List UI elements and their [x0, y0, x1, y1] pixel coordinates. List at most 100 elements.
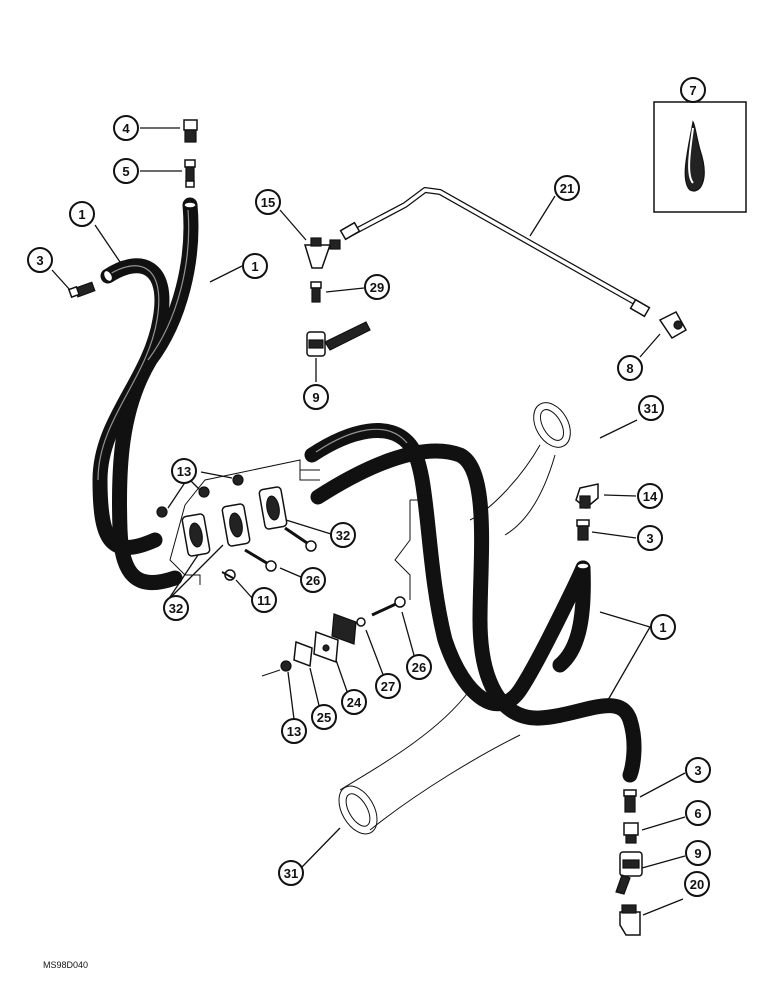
washer-27	[356, 617, 366, 627]
callout-27: 27	[375, 673, 401, 699]
svg-text:3: 3	[694, 763, 701, 778]
svg-text:1: 1	[659, 620, 666, 635]
fitting-8-elbow	[658, 311, 688, 339]
valve-9-lower	[615, 851, 643, 895]
callout-26b: 26	[406, 654, 432, 680]
svg-text:24: 24	[347, 695, 362, 710]
svg-text:32: 32	[169, 601, 183, 616]
callout-13a: 13	[171, 458, 197, 484]
bolt-26b	[284, 526, 317, 552]
svg-text:26: 26	[412, 660, 426, 675]
svg-text:1: 1	[251, 259, 258, 274]
callout-25: 25	[311, 704, 337, 730]
bolt-26a	[244, 548, 277, 572]
fitting-3-right	[576, 519, 590, 541]
fitting-3-upper	[67, 281, 96, 299]
callout-3a: 3	[27, 247, 53, 273]
fitting-6	[623, 822, 639, 844]
callout-31a: 31	[638, 395, 664, 421]
svg-text:1: 1	[78, 207, 85, 222]
fitting-4	[183, 119, 198, 143]
svg-text:27: 27	[381, 679, 395, 694]
svg-text:3: 3	[646, 531, 653, 546]
callout-3c: 3	[685, 757, 711, 783]
callout-29: 29	[364, 274, 390, 300]
svg-text:29: 29	[370, 280, 384, 295]
callout-24: 24	[341, 689, 367, 715]
fitting-14-elbow	[575, 483, 599, 509]
hose-end-top	[183, 201, 197, 209]
steel-tube-21	[339, 187, 651, 318]
svg-text:3: 3	[36, 253, 43, 268]
clamp-block-32c	[258, 486, 288, 530]
clamp-piece-25	[293, 640, 313, 668]
callout-9a: 9	[303, 384, 329, 410]
svg-text:26: 26	[306, 573, 320, 588]
callout-1c: 1	[650, 614, 676, 640]
svg-text:20: 20	[690, 877, 704, 892]
svg-text:32: 32	[336, 528, 350, 543]
callout-14: 14	[637, 483, 663, 509]
callout-8: 8	[617, 355, 643, 381]
svg-text:8: 8	[626, 361, 633, 376]
clamp-piece-24	[313, 630, 339, 664]
callout-7: 7	[680, 77, 706, 103]
callout-5: 5	[113, 158, 139, 184]
svg-text:21: 21	[560, 181, 574, 196]
callout-13b: 13	[281, 718, 307, 744]
svg-text:11: 11	[257, 593, 271, 608]
svg-text:15: 15	[261, 195, 275, 210]
valve-9-upper	[306, 321, 371, 357]
svg-text:9: 9	[312, 390, 319, 405]
clamp-block-32a	[181, 513, 211, 557]
clamp-piece-24b	[331, 613, 357, 645]
fitting-29	[310, 281, 322, 303]
svg-text:6: 6	[694, 806, 701, 821]
svg-text:14: 14	[643, 489, 658, 504]
callout-1a: 1	[69, 201, 95, 227]
inset-box-7	[653, 101, 747, 213]
clamp-31-lower	[338, 785, 378, 835]
callout-32a: 32	[330, 522, 356, 548]
clamp-block-32b	[221, 503, 251, 547]
hose-left-assembly	[92, 197, 199, 591]
callout-1b: 1	[242, 253, 268, 279]
clamp-31-upper	[533, 402, 571, 448]
nut-13d	[280, 660, 292, 672]
svg-text:5: 5	[122, 164, 129, 179]
bolt-11	[221, 569, 236, 581]
bolt-26c	[371, 596, 406, 617]
callout-26a: 26	[300, 567, 326, 593]
svg-text:31: 31	[284, 866, 298, 881]
callout-32b: 32	[163, 595, 189, 621]
nut-13b	[198, 486, 210, 498]
nut-13a	[156, 506, 168, 518]
nut-13c	[232, 474, 244, 486]
hose-end-right	[576, 562, 590, 570]
callout-20: 20	[684, 871, 710, 897]
hose-center-assembly	[304, 423, 642, 783]
callout-11: 11	[251, 587, 277, 613]
bracket-outline	[169, 459, 430, 600]
callout-21: 21	[554, 175, 580, 201]
callout-9b: 9	[685, 840, 711, 866]
callout-6: 6	[685, 800, 711, 826]
svg-text:7: 7	[689, 83, 696, 98]
hose-end-left	[102, 269, 114, 283]
drawing-code: MS98D040	[43, 960, 88, 970]
callout-3b: 3	[637, 525, 663, 551]
fitting-15-tee	[303, 237, 341, 269]
fitting-5	[184, 159, 196, 188]
svg-text:31: 31	[644, 401, 658, 416]
fitting-20-elbow	[619, 904, 641, 936]
callout-31b: 31	[278, 860, 304, 886]
svg-text:9: 9	[694, 846, 701, 861]
fitting-3-lower	[623, 789, 637, 813]
callout-15: 15	[255, 189, 281, 215]
svg-text:13: 13	[177, 464, 191, 479]
callout-4: 4	[113, 115, 139, 141]
svg-text:13: 13	[287, 724, 301, 739]
svg-text:4: 4	[122, 121, 130, 136]
svg-text:25: 25	[317, 710, 331, 725]
